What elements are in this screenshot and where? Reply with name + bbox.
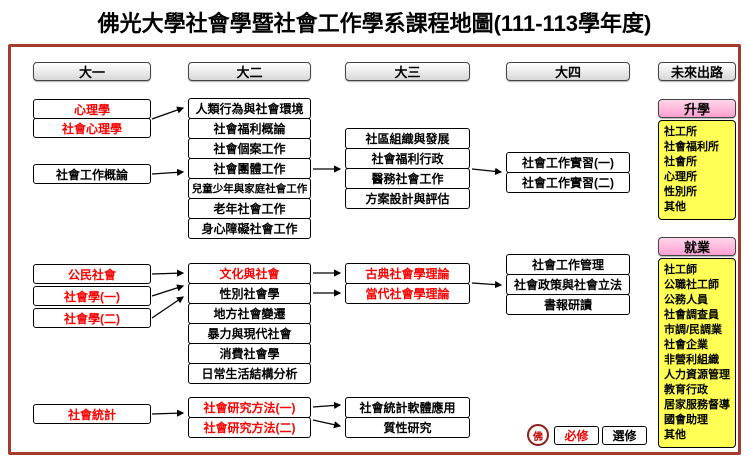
column-header-future-paths: 未來出路 (658, 62, 736, 81)
list-item: 社會企業 (664, 339, 708, 351)
course-medical-social-work: 醫務社會工作 (345, 168, 470, 189)
course-psychology: 心理學 (33, 99, 151, 119)
list-item: 社會調查員 (664, 309, 719, 321)
course-program-design-evaluation: 方案設計與評估 (345, 188, 470, 209)
list-item: 其他 (664, 429, 686, 441)
list-item: 教育行政 (664, 384, 708, 396)
course-elderly-social-work: 老年社會工作 (188, 198, 311, 219)
course-social-work-management: 社會工作管理 (506, 254, 630, 275)
course-qualitative-research: 質性研究 (345, 417, 470, 438)
course-culture-and-society: 文化與社會 (188, 263, 311, 284)
legend-elective: 選修 (602, 426, 647, 445)
list-item: 人力資源管理 (664, 369, 730, 381)
course-contemporary-sociological-theory: 當代社會學理論 (345, 283, 470, 304)
course-social-work-practicum-1: 社會工作實習(一) (506, 152, 630, 173)
course-social-group-work: 社會團體工作 (188, 158, 311, 179)
list-item: 非營利組織 (664, 354, 719, 366)
course-everyday-life-structure-analysis: 日常生活結構分析 (188, 363, 311, 384)
column-header-year3: 大三 (345, 62, 470, 81)
course-sociology-1: 社會學(一) (33, 286, 151, 306)
course-child-youth-family-social-work: 兒童少年與家庭社會工作 (188, 178, 311, 199)
course-classical-sociological-theory: 古典社會學理論 (345, 263, 470, 284)
employment-header: 就業 (658, 237, 736, 256)
course-community-organization-development: 社區組織與發展 (345, 128, 470, 149)
course-human-behavior-social-environment: 人類行為與社會環境 (188, 98, 311, 119)
course-violence-modern-society: 暴力與現代社會 (188, 323, 311, 344)
course-sociology-2: 社會學(二) (33, 308, 151, 328)
employment-list: 社工師公職社工師公務人員社會調查員市調/民調業社會企業非營利組織人力資源管理教育… (658, 258, 736, 448)
column-header-year2: 大二 (188, 62, 311, 81)
course-consumer-sociology: 消費社會學 (188, 343, 311, 364)
course-statistics-software-application: 社會統計軟體應用 (345, 397, 470, 418)
course-book-report-seminar: 書報研讀 (506, 294, 630, 315)
course-social-research-methods-2: 社會研究方法(二) (188, 417, 311, 438)
list-item: 性別所 (664, 186, 697, 198)
list-item: 社工師 (664, 264, 697, 276)
course-social-policy-legislation: 社會政策與社會立法 (506, 274, 630, 295)
course-social-welfare-administration: 社會福利行政 (345, 148, 470, 169)
column-header-year1: 大一 (33, 62, 151, 81)
further-study-header: 升學 (658, 99, 736, 118)
course-social-work-practicum-2: 社會工作實習(二) (506, 172, 630, 193)
list-item: 居家服務督導 (664, 399, 730, 411)
university-seal-icon: 佛 (527, 424, 549, 446)
list-item: 其他 (664, 201, 686, 213)
course-social-psychology: 社會心理學 (33, 118, 151, 138)
course-social-research-methods-1: 社會研究方法(一) (188, 397, 311, 418)
page-title: 佛光大學社會學暨社會工作學系課程地圖(111-113學年度) (97, 11, 652, 36)
list-item: 心理所 (664, 171, 697, 183)
further-study-list: 社工所社會福利所社會所心理所性別所其他 (658, 120, 736, 220)
course-social-welfare-intro: 社會福利概論 (188, 118, 311, 139)
course-local-social-change: 地方社會變遷 (188, 303, 311, 324)
course-intro-social-work: 社會工作概論 (33, 164, 151, 184)
list-item: 社會福利所 (664, 141, 719, 153)
list-item: 社會所 (664, 156, 697, 168)
course-social-statistics: 社會統計 (33, 404, 151, 424)
list-item: 社工所 (664, 126, 697, 138)
list-item: 公職社工師 (664, 279, 719, 291)
list-item: 國會助理 (664, 414, 708, 426)
course-social-casework: 社會個案工作 (188, 138, 311, 159)
list-item: 公務人員 (664, 294, 708, 306)
course-disability-social-work: 身心障礙社會工作 (188, 218, 311, 239)
column-header-year4: 大四 (506, 62, 630, 81)
course-gender-sociology: 性別社會學 (188, 283, 311, 304)
legend-required: 必修 (554, 426, 599, 445)
course-civil-society: 公民社會 (33, 264, 151, 284)
list-item: 市調/民調業 (664, 324, 723, 336)
